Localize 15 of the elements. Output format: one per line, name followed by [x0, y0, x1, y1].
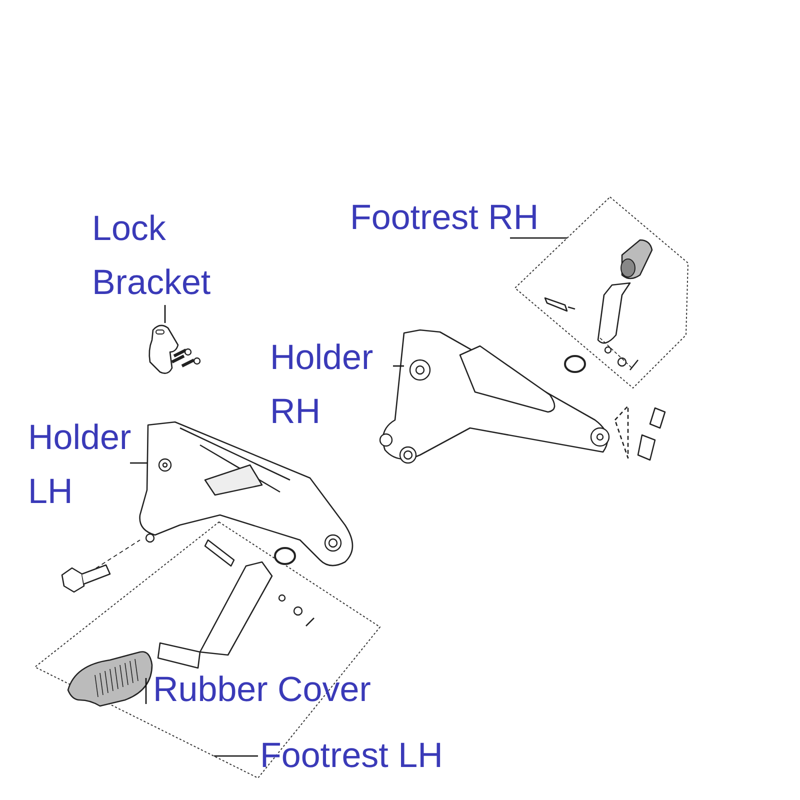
part-label: Footrest LH: [260, 729, 520, 783]
leader-line: [145, 678, 147, 704]
part-label: Lock Bracket: [92, 202, 232, 310]
part-drawing: [379, 329, 666, 464]
part-label: Holder LH: [28, 411, 158, 519]
part-drawing: [67, 651, 153, 707]
leader-line: [393, 365, 404, 367]
part-label: Holder RH: [270, 331, 400, 439]
leader-line: [130, 462, 147, 464]
part-label: Rubber Cover: [153, 663, 413, 717]
part-label: Footrest RH: [350, 191, 610, 245]
part-drawing: [148, 324, 201, 374]
leader-line: [214, 755, 258, 757]
leader-line: [164, 305, 166, 323]
leader-line: [510, 237, 567, 239]
